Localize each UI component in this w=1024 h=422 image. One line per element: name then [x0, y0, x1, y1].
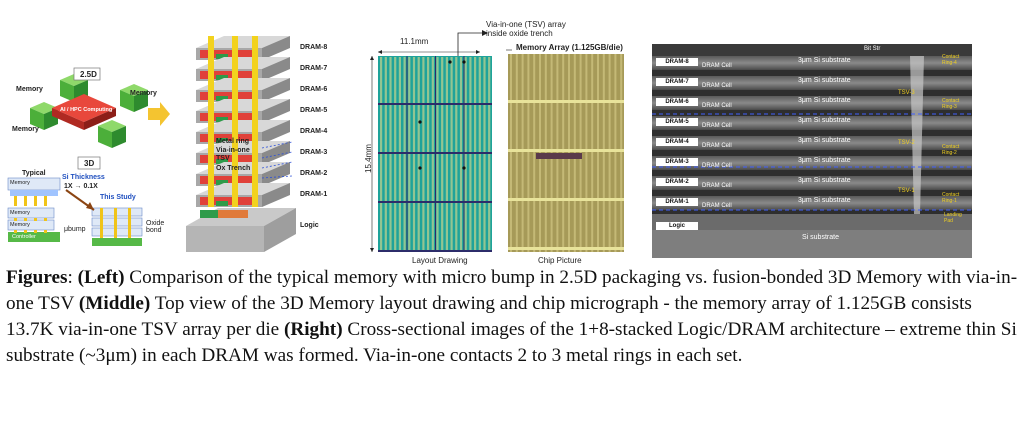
dram-layer-label: DRAM-3 [300, 149, 328, 156]
memory-label: Memory [12, 126, 39, 133]
si-3um-label: 3μm Si substrate [798, 157, 851, 164]
figure-caption: Figures: (Left) Comparison of the typica… [6, 265, 1020, 369]
caption-figures: Figures [6, 267, 68, 288]
ai-hpc-chip [52, 94, 116, 130]
layout-drawing-image [370, 30, 624, 252]
via-in-one-tsv-label: Via-in-one TSV [216, 147, 250, 162]
memory-label: Memory [130, 90, 157, 97]
dram-cell-label: DRAM Cell [702, 83, 732, 89]
sem-dram-tag: DRAM-7 [656, 78, 698, 86]
metal-ring-label: Metal ring [216, 138, 250, 145]
dram-cell-label: DRAM Cell [702, 163, 732, 169]
tsv-note-line1: Via-in-one (TSV) array [486, 20, 566, 29]
oxide-bond-label: Oxide bond [146, 220, 165, 234]
pkg-25d-box [73, 67, 101, 81]
logic-tag: Logic [656, 222, 698, 230]
caption-right-text: Cross-sectional images of the 1+8-stacke… [6, 319, 1017, 366]
width-label: 11.1mm [400, 37, 429, 46]
logic-label: Logic [300, 222, 319, 229]
dram-cell-label: DRAM Cell [702, 63, 732, 69]
memory-array-label: Memory Array (1.125GB/die) [516, 43, 623, 52]
sem-dram-tag: DRAM-8 [656, 58, 698, 66]
dram-layer-label: DRAM-1 [300, 191, 328, 198]
si-3um-label: 3μm Si substrate [798, 97, 851, 104]
pkg-25d-label: 2.5D [80, 70, 97, 79]
si-3um-label: 3μm Si substrate [798, 177, 851, 184]
sem-dram-tag: DRAM-3 [656, 158, 698, 166]
dram-cell-label: DRAM Cell [702, 203, 732, 209]
ai-hpc-label: AI / HPC Computing [60, 107, 113, 113]
contact-ring-label: Contact Ring-3 [942, 98, 960, 110]
middle-figure: Via-in-one (TSV) array inside oxide tren… [360, 20, 645, 268]
dram-layer-label: DRAM-8 [300, 44, 328, 51]
left-figure: 2.5D Memory Memory Memory AI / HPC Compu… [0, 30, 365, 262]
dram-layer-label: DRAM-2 [300, 170, 328, 177]
dram-stack [196, 36, 290, 207]
packaging-comparison-diagram [7, 36, 296, 252]
ubump-label: μbump [64, 226, 86, 233]
si-thickness-label: Si Thickness [62, 174, 105, 181]
caption-colon: : [67, 267, 78, 288]
chip-picture-label: Chip Picture [538, 256, 582, 265]
tsv-label: TSV-1 [898, 188, 915, 194]
bit-str-label: Bit Str [864, 46, 881, 52]
tsv-label: TSV-3 [898, 90, 915, 96]
controller-label: Controller [12, 234, 36, 240]
si-3um-label: 3μm Si substrate [798, 77, 851, 84]
caption-middle-text: Top view of the 3D Memory layout drawing… [6, 293, 972, 340]
tsv-label: TSV-2 [898, 140, 915, 146]
dram-cell-label: DRAM Cell [702, 183, 732, 189]
contact-ring-label: Contact Ring-4 [942, 54, 960, 66]
si-3um-label: 3μm Si substrate [798, 137, 851, 144]
contact-ring-label: Contact Ring-1 [942, 192, 960, 204]
typical-label: Typical [22, 170, 46, 177]
pkg-3d-label: 3D [84, 159, 95, 168]
dram-cell-label: DRAM Cell [702, 103, 732, 109]
ox-trench-label: Ox Trench [216, 165, 251, 172]
this-study-label: This Study [100, 194, 136, 201]
pkg-3d-box [77, 156, 101, 170]
landing-pad-label: Landing Pad [944, 212, 962, 224]
si-3um-label: 3μm Si substrate [798, 197, 851, 204]
memory-cube-icon [98, 120, 126, 148]
si-3um-label: 3μm Si substrate [798, 57, 851, 64]
cross-section-image [652, 44, 972, 258]
caption-middle-tag: (Middle) [78, 293, 151, 314]
dram-layer-label: DRAM-7 [300, 65, 328, 72]
memory-label: Memory [10, 210, 30, 216]
dram-layer-label: DRAM-4 [300, 128, 328, 135]
memory-cube-icon [120, 84, 148, 112]
dram-cell-label: DRAM Cell [702, 123, 732, 129]
arrow-right-icon [148, 102, 170, 126]
dram-layer-label: DRAM-5 [300, 107, 328, 114]
si-ratio-label: 1X → 0.1X [64, 183, 98, 190]
memory-label: Memory [10, 222, 30, 228]
caption-left-text: Comparison of the typical memory with mi… [6, 267, 1018, 314]
sem-dram-tag: DRAM-6 [656, 98, 698, 106]
dram-layer-label: DRAM-6 [300, 86, 328, 93]
layout-drawing-label: Layout Drawing [412, 256, 468, 265]
sem-dram-tag: DRAM-2 [656, 178, 698, 186]
contact-ring-label: Contact Ring-2 [942, 144, 960, 156]
sem-dram-tag: DRAM-4 [656, 138, 698, 146]
si-3um-label: 3μm Si substrate [798, 117, 851, 124]
si-substrate-label: Si substrate [802, 234, 839, 241]
memory-label: Memory [10, 180, 30, 186]
dram-cell-label: DRAM Cell [702, 143, 732, 149]
memory-label: Memory [16, 86, 43, 93]
caption-left-tag: (Left) [77, 267, 125, 288]
sem-dram-tag: DRAM-1 [656, 198, 698, 206]
caption-right-tag: (Right) [283, 319, 343, 340]
memory-cube-icon [30, 102, 58, 130]
sem-dram-tag: DRAM-5 [656, 118, 698, 126]
tsv-note-line2: inside oxide trench [486, 29, 553, 38]
